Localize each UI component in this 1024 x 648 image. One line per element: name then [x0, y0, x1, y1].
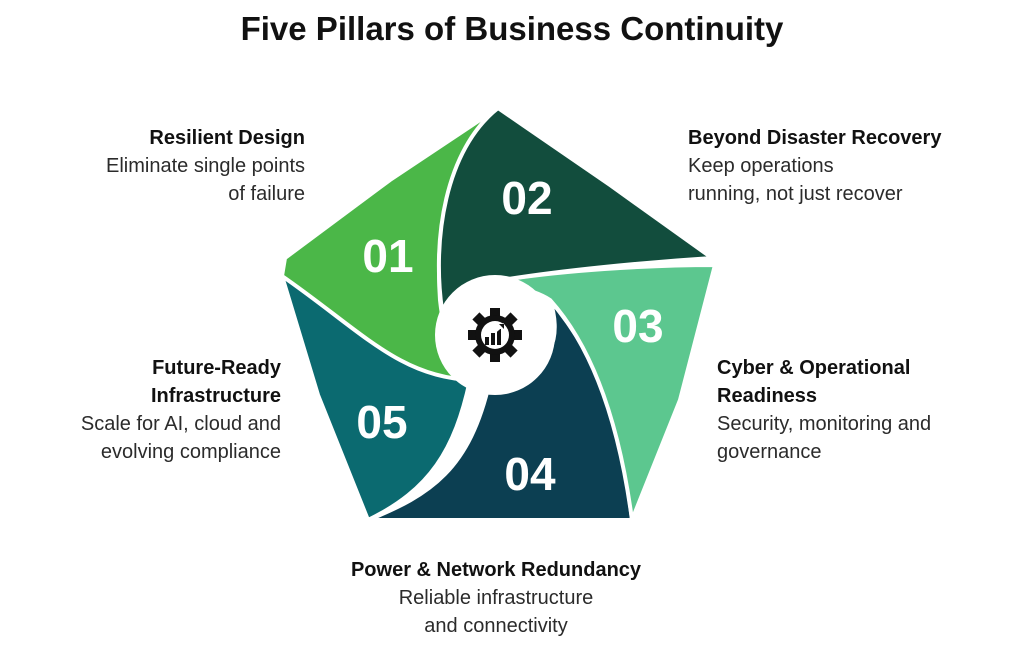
pillar-05-heading-line: Infrastructure [150, 385, 281, 407]
pillar-03-heading-line: Readiness [717, 385, 818, 407]
pillar-02-number: 02 [501, 172, 552, 224]
pillar-04-description-line: Reliable infrastructure [398, 587, 594, 609]
pillar-04-description-line: and connectivity [424, 615, 568, 637]
pillar-03-description-line: Security, monitoring and [717, 413, 932, 435]
pillar-01-label: Resilient Design Eliminate single points… [106, 124, 305, 208]
pillar-03-description-line: governance [717, 441, 822, 463]
pillar-03-label: Cyber & Operational Readiness Security, … [717, 354, 931, 466]
pillar-01-description-line: of failure [228, 183, 305, 205]
gear-chart-icon [468, 308, 522, 362]
pillar-02-description-line: running, not just recover [688, 183, 903, 205]
pillar-04-number: 04 [504, 448, 556, 500]
pillar-03-number: 03 [612, 300, 663, 352]
pillar-01-description-line: Eliminate single points [106, 155, 305, 177]
pillar-05-description-line: Scale for AI, cloud and [80, 413, 281, 435]
pillar-05-number: 05 [356, 396, 407, 448]
pillar-03-heading-line: Cyber & Operational [717, 357, 911, 379]
pillar-05-description-line: evolving compliance [100, 441, 281, 463]
pillar-05-heading-line: Future-Ready [152, 357, 281, 379]
pillar-01-heading: Resilient Design [149, 127, 305, 149]
pillar-02-heading: Beyond Disaster Recovery [688, 127, 942, 149]
pillar-02-label: Beyond Disaster Recovery Keep operations… [688, 124, 941, 208]
pillar-05-label: Future-Ready Infrastructure Scale for AI… [81, 354, 281, 466]
pillar-02-description-line: Keep operations [688, 155, 834, 177]
pillar-01-number: 01 [362, 230, 413, 282]
pillar-04-heading: Power & Network Redundancy [350, 559, 642, 581]
pillar-04-label: Power & Network Redundancy Reliable infr… [296, 556, 696, 640]
page-title: Five Pillars of Business Continuity [240, 10, 784, 47]
